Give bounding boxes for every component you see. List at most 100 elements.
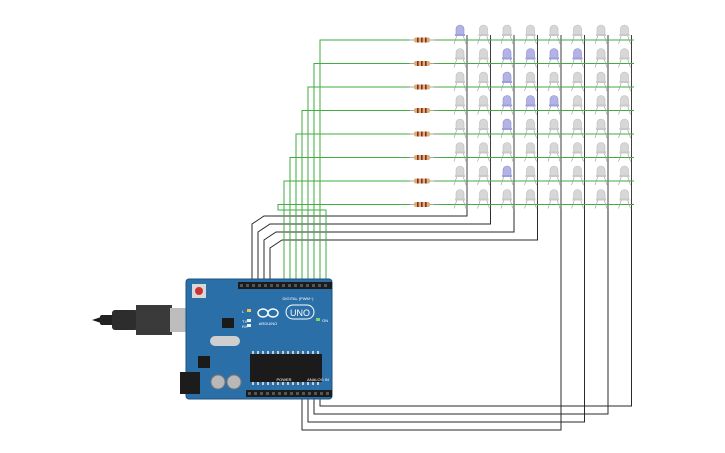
header-pin[interactable] [324, 284, 327, 287]
header-pin[interactable] [314, 392, 317, 395]
led[interactable] [618, 71, 631, 92]
header-pin[interactable] [308, 392, 311, 395]
header-pin[interactable] [294, 284, 297, 287]
led[interactable] [571, 142, 584, 162]
led[interactable] [547, 48, 561, 68]
header-pin[interactable] [296, 392, 299, 395]
led[interactable] [524, 48, 537, 68]
header-pin[interactable] [284, 392, 287, 395]
header-pin[interactable] [270, 284, 273, 287]
led[interactable] [547, 71, 561, 92]
led[interactable] [618, 142, 631, 162]
resistor[interactable] [408, 61, 438, 66]
led[interactable] [618, 95, 631, 115]
header-pin[interactable] [326, 392, 329, 395]
led[interactable] [477, 165, 490, 186]
digital-pin-header[interactable] [238, 282, 332, 289]
led[interactable] [594, 24, 608, 45]
led[interactable] [571, 95, 584, 115]
led[interactable] [618, 165, 631, 186]
led[interactable] [594, 142, 608, 162]
header-pin[interactable] [264, 284, 267, 287]
led[interactable] [524, 165, 537, 186]
header-pin[interactable] [278, 392, 281, 395]
header-pin[interactable] [266, 392, 269, 395]
led[interactable] [524, 95, 537, 115]
header-pin[interactable] [258, 284, 261, 287]
led[interactable] [500, 189, 514, 209]
header-pin[interactable] [290, 392, 293, 395]
header-pin[interactable] [302, 392, 305, 395]
led[interactable] [594, 48, 608, 68]
led[interactable] [547, 165, 561, 186]
header-pin[interactable] [260, 392, 263, 395]
led[interactable] [477, 24, 490, 45]
led[interactable] [500, 24, 514, 45]
power-analog-header[interactable] [246, 390, 332, 397]
led[interactable] [594, 71, 608, 92]
led[interactable] [453, 24, 467, 45]
led[interactable] [477, 142, 490, 162]
header-pin[interactable] [252, 284, 255, 287]
resistor[interactable] [408, 202, 438, 207]
header-pin[interactable] [254, 392, 257, 395]
usb-cable[interactable] [92, 305, 200, 335]
header-pin[interactable] [312, 284, 315, 287]
led[interactable] [477, 95, 490, 115]
resistor[interactable] [408, 84, 438, 90]
led[interactable] [618, 48, 631, 68]
led[interactable] [547, 24, 561, 45]
led[interactable] [477, 71, 490, 92]
led[interactable] [618, 189, 631, 209]
led[interactable] [594, 189, 608, 209]
led[interactable] [453, 71, 467, 92]
led[interactable] [524, 189, 537, 209]
led[interactable] [453, 165, 467, 186]
led[interactable] [524, 118, 537, 139]
led[interactable] [594, 95, 608, 115]
led[interactable] [547, 118, 561, 139]
led[interactable] [453, 95, 467, 115]
led[interactable] [524, 24, 537, 45]
led[interactable] [453, 189, 467, 209]
led[interactable] [594, 118, 608, 139]
header-pin[interactable] [248, 392, 251, 395]
resistor[interactable] [408, 178, 438, 184]
led[interactable] [571, 165, 584, 186]
resistor[interactable] [408, 155, 438, 160]
header-pin[interactable] [300, 284, 303, 287]
led[interactable] [618, 118, 631, 139]
led[interactable] [500, 142, 514, 162]
header-pin[interactable] [246, 284, 249, 287]
led[interactable] [571, 24, 584, 45]
led[interactable] [477, 48, 490, 68]
led[interactable] [500, 165, 514, 186]
led[interactable] [524, 71, 537, 92]
led[interactable] [571, 189, 584, 209]
led[interactable] [500, 118, 514, 139]
resistor[interactable] [408, 37, 438, 43]
led[interactable] [453, 118, 467, 139]
led[interactable] [524, 142, 537, 162]
led[interactable] [500, 95, 514, 115]
header-pin[interactable] [240, 284, 243, 287]
header-pin[interactable] [288, 284, 291, 287]
led[interactable] [571, 118, 584, 139]
led[interactable] [547, 142, 561, 162]
header-pin[interactable] [282, 284, 285, 287]
led[interactable] [477, 189, 490, 209]
led[interactable] [477, 118, 490, 139]
header-pin[interactable] [276, 284, 279, 287]
led[interactable] [571, 48, 584, 68]
arduino-board[interactable]: ARDUINO UNO DIGITAL (PWM~) POWER ANALOG … [180, 278, 333, 400]
led[interactable] [500, 48, 514, 68]
header-pin[interactable] [272, 392, 275, 395]
led[interactable] [571, 71, 584, 92]
led[interactable] [500, 71, 514, 92]
led[interactable] [618, 24, 631, 45]
led[interactable] [547, 95, 561, 115]
resistor[interactable] [408, 131, 438, 137]
led[interactable] [453, 48, 467, 68]
